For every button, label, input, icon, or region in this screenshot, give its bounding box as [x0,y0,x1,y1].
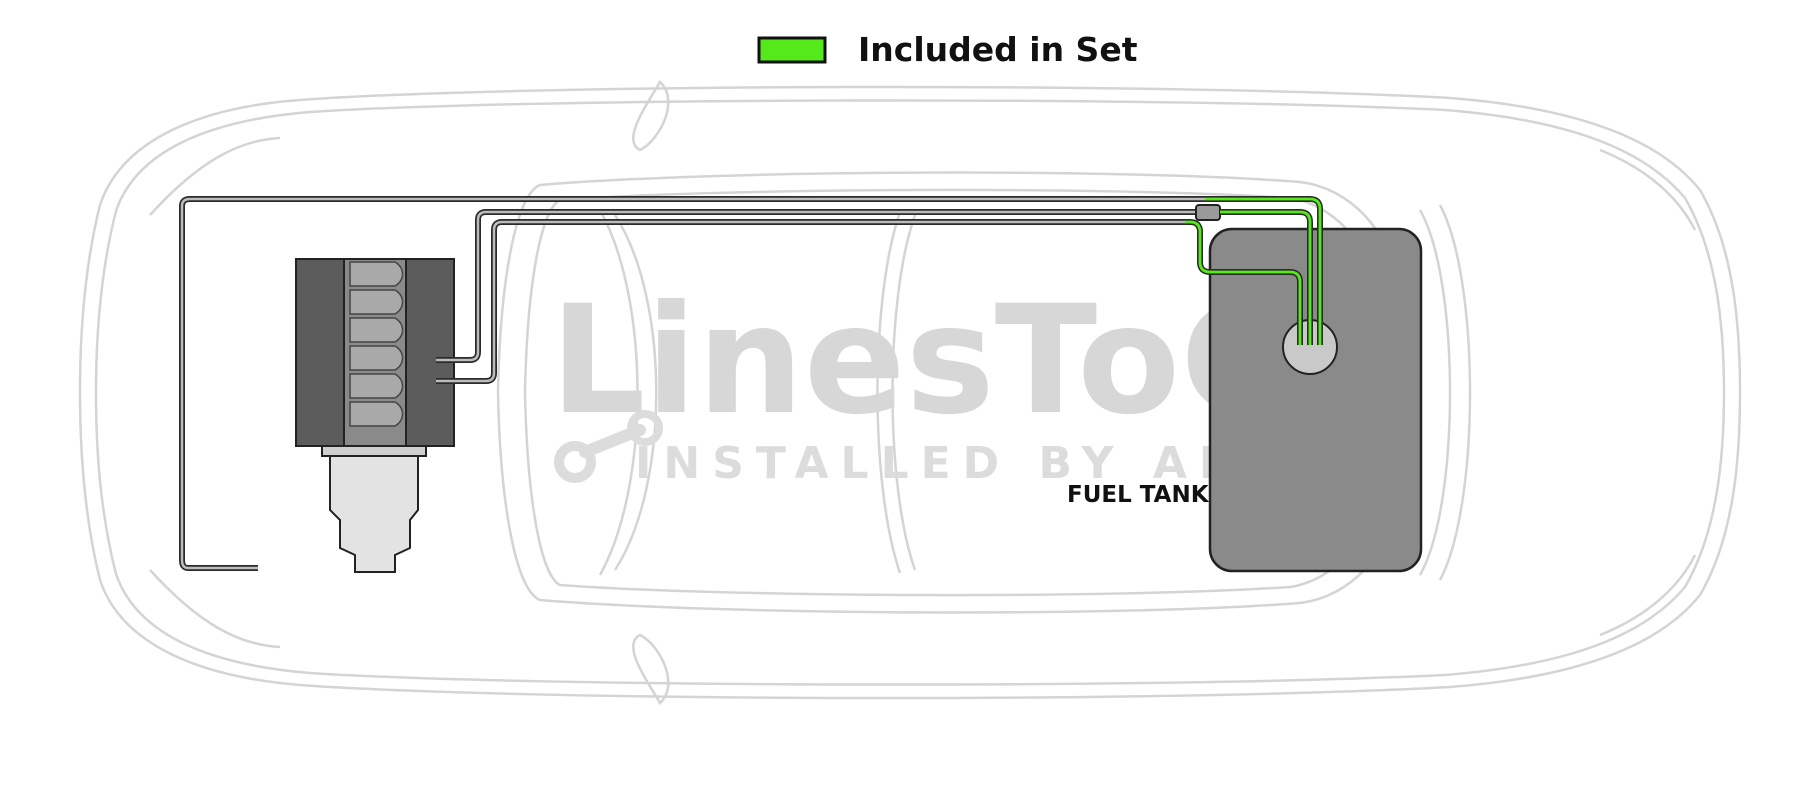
included-line-supply [1220,209,1313,345]
included-line-return [1205,196,1323,345]
included-line-vapor [1185,219,1303,345]
line-connector [1195,204,1221,221]
legend-swatch-included [757,36,827,64]
wrench-gear-icon [554,410,663,483]
fuel-tank-label: FUEL TANK [1067,482,1210,508]
fuel-line-return [179,196,1205,571]
fuel-line-supply [436,209,1200,363]
fuel-lines [179,196,1323,571]
legend-label: Included in Set [858,30,1138,69]
engine-block-icon [295,258,455,573]
legend: Included in Set [757,30,1138,69]
watermark-tagline: INSTALLED BY ALL [635,438,1279,489]
car-outline [78,80,1742,705]
fuel-tank: FUEL TANK [1067,227,1423,573]
fuel-line-vapor [436,219,1185,384]
